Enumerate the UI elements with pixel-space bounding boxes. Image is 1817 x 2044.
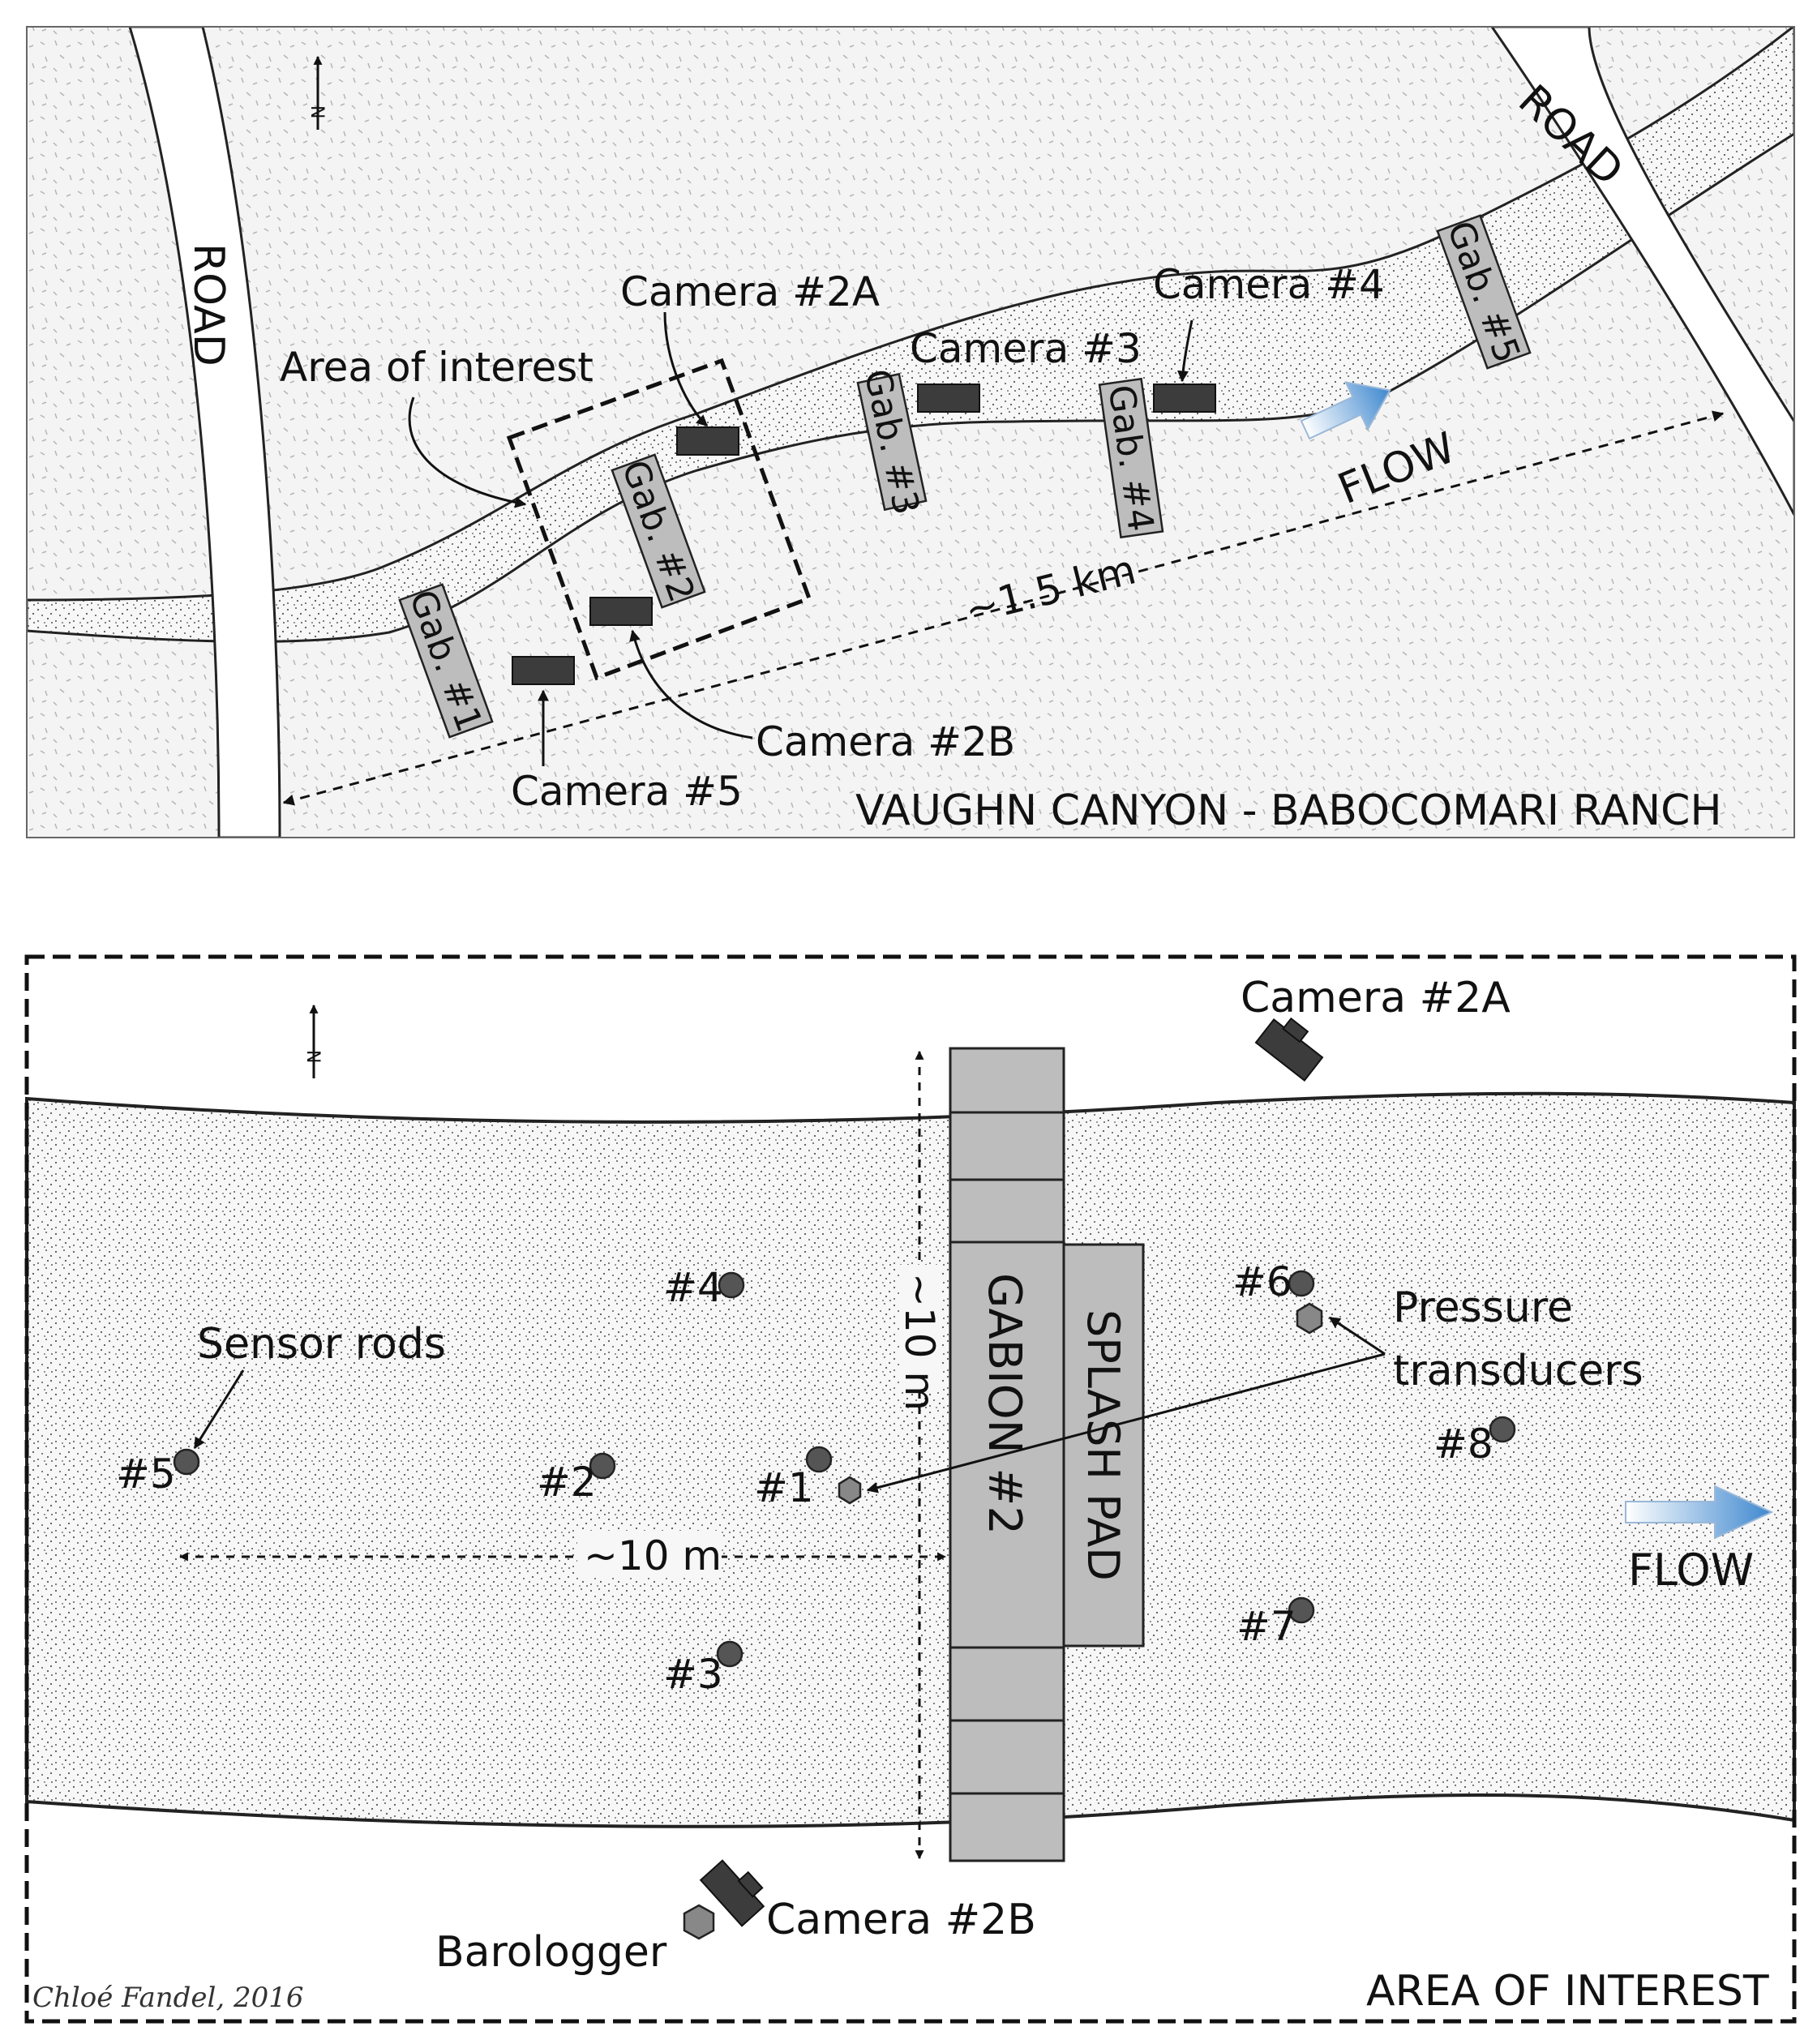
sensor-rod-8 — [1489, 1416, 1516, 1443]
sensor-rods-label: Sensor rods — [197, 1320, 446, 1369]
distance-label-bg-vertical — [900, 1265, 941, 1391]
splash-pad-label: SPLASH PAD — [1078, 1309, 1129, 1581]
camera-5-icon — [512, 656, 575, 685]
pressure-transducer-2-icon — [1296, 1302, 1323, 1335]
rod-label-8: #8 — [1433, 1421, 1493, 1468]
camera-2b-label: Camera #2B — [756, 718, 1015, 765]
rod-label-3: #3 — [663, 1651, 723, 1698]
sensor-rod-4 — [718, 1271, 745, 1299]
pressure-transducer-1-icon — [838, 1476, 862, 1505]
site-title: VAUGHN CANYON - BABOCOMARI RANCH — [855, 786, 1722, 835]
detail-title: AREA OF INTEREST — [1366, 1967, 1769, 2016]
gabion-2-structure: GABION #2 — [949, 1047, 1065, 1862]
camera-4-label: Camera #4 — [1153, 261, 1385, 308]
north-arrow-icon: N — [306, 55, 327, 130]
rod-label-7: #7 — [1236, 1603, 1296, 1650]
top-map-frame — [26, 26, 1795, 838]
splash-pad: SPLASH PAD — [1062, 1243, 1145, 1648]
leader-sensor-rods — [193, 1369, 245, 1450]
camera-2b-icon — [589, 597, 653, 626]
rod-label-4: #4 — [663, 1264, 723, 1311]
distance-label-bg-horizontal — [577, 1531, 722, 1578]
camera-3-label: Camera #3 — [910, 325, 1142, 372]
gabion-label: GABION #2 — [978, 1273, 1031, 1535]
rod-label-5: #5 — [116, 1451, 176, 1498]
camera-2a-icon — [676, 426, 739, 456]
leader-pressure-1 — [866, 1352, 1386, 1493]
sensor-rod-6 — [1288, 1270, 1315, 1297]
camera-4-icon — [1153, 384, 1216, 413]
camera-2a-label: Camera #2A — [620, 268, 880, 315]
barologger-icon — [683, 1904, 715, 1940]
north-arrow-detail-icon: N — [302, 1004, 323, 1078]
flow-arrow-top-icon — [1300, 381, 1391, 440]
detail-frame — [24, 954, 1797, 2024]
svg-text:N: N — [306, 105, 327, 118]
pressure-label-line-2: transducers — [1393, 1347, 1643, 1395]
svg-text:N: N — [302, 1050, 323, 1063]
sensor-rod-2 — [589, 1452, 616, 1480]
flow-arrow-detail-icon — [1625, 1485, 1774, 1540]
detail-stream — [25, 1091, 1796, 1828]
detail-map: GABION #2 SPLASH PAD ~10 m ~10 m #1 #2 #… — [24, 954, 1797, 2024]
rod-label-6: #6 — [1232, 1258, 1292, 1305]
camera-2b-detail-icon — [699, 1859, 765, 1927]
camera-2b-detail-label: Camera #2B — [766, 1896, 1036, 1944]
sensor-rod-1 — [805, 1446, 833, 1473]
sensor-rod-3 — [716, 1640, 744, 1668]
sensor-rod-5 — [173, 1448, 200, 1476]
leader-pressure-2 — [1328, 1316, 1386, 1356]
area-of-interest-label: Area of interest — [280, 344, 594, 391]
pressure-label-line-1: Pressure — [1393, 1283, 1573, 1332]
rod-label-1: #1 — [754, 1464, 814, 1511]
distance-label-vertical: ~10 m — [896, 1273, 943, 1411]
flow-label-detail: FLOW — [1628, 1545, 1754, 1596]
credit-signature: Chloé Fandel, 2016 — [32, 1982, 304, 2014]
road-label-left: ROAD — [184, 243, 233, 366]
sensor-rod-7 — [1288, 1596, 1315, 1624]
leader-camera-4 — [1177, 319, 1193, 383]
distance-label-horizontal: ~10 m — [584, 1532, 722, 1579]
barologger-label: Barologger — [435, 1928, 667, 1977]
camera-3-icon — [917, 384, 980, 413]
camera-2a-detail-icon — [1254, 1017, 1324, 1082]
top-map: ROAD ROAD N Gab. #1 Gab. #2 Gab. #3 Gab.… — [26, 26, 1795, 838]
camera-5-label: Camera #5 — [511, 768, 743, 815]
rod-label-2: #2 — [537, 1459, 597, 1506]
camera-2a-detail-label: Camera #2A — [1241, 974, 1511, 1022]
road-left — [128, 27, 281, 838]
